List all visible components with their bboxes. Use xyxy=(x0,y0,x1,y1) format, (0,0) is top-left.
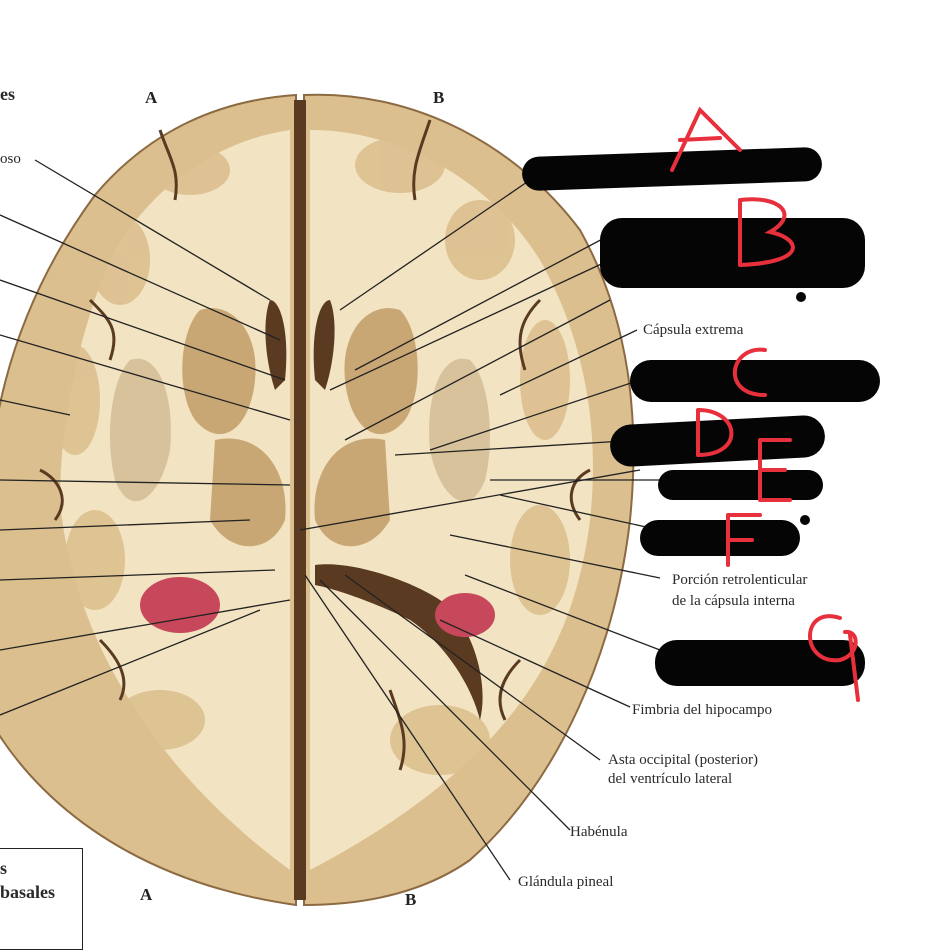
partial-title-label: es xyxy=(0,84,15,104)
redaction-g xyxy=(655,640,865,686)
label-asta-occipital: Asta occipital (posterior) xyxy=(608,752,758,768)
label-capsula-extrema: Cápsula extrema xyxy=(643,322,744,338)
label-porcion-retrolenticular: Porción retrolenticular xyxy=(672,572,808,588)
redaction-b xyxy=(600,218,865,288)
label-glandula-pineal: Glándula pineal xyxy=(518,874,614,890)
label-habenula: Habénula xyxy=(570,824,628,840)
marker-dot-1 xyxy=(796,292,806,302)
legend-box-line1: s xyxy=(0,858,8,878)
redaction-f xyxy=(640,520,800,556)
label-capsula-interna: de la cápsula interna xyxy=(672,593,795,609)
label-ventriculo-lateral: del ventrículo lateral xyxy=(608,771,733,787)
corner-letter-b-bottom: B xyxy=(405,890,417,909)
partial-label-oso: oso xyxy=(0,151,21,167)
label-fimbria-hipocampo: Fimbria del hipocampo xyxy=(632,702,772,718)
legend-box-line2: basales xyxy=(0,882,56,902)
corner-letter-b-top: B xyxy=(433,88,445,107)
marker-dot-2 xyxy=(800,515,810,525)
corner-letter-a-bottom: A xyxy=(140,885,153,904)
corner-letter-a-top: A xyxy=(145,88,158,107)
redaction-e xyxy=(658,470,823,500)
